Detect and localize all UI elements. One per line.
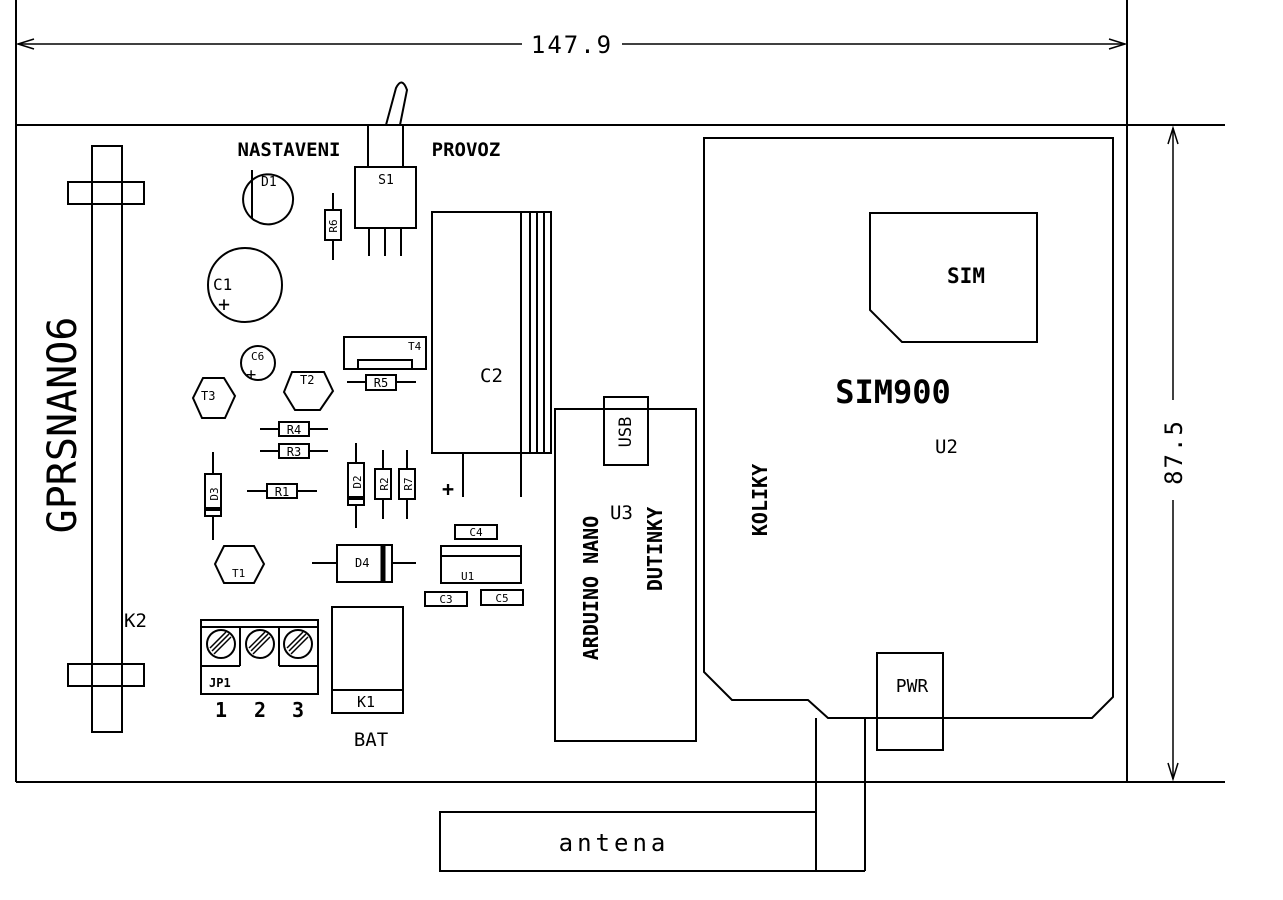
- antenna: antena: [439, 718, 866, 872]
- c1-polarity: +: [218, 292, 230, 316]
- switch-label-nastaveni: NASTAVENI: [238, 139, 341, 161]
- height-dimension: 87.5: [1160, 125, 1188, 782]
- t1-label: T1: [232, 567, 245, 580]
- diode-d2: D2: [347, 443, 365, 528]
- c4-label: C4: [469, 526, 483, 539]
- s1-label: S1: [378, 173, 394, 188]
- dutinky-label: DUTINKY: [643, 507, 667, 591]
- board-name: GPRSNANO6: [40, 317, 86, 534]
- u1-label: U1: [461, 570, 474, 583]
- screw-terminal-2: [245, 629, 275, 659]
- capacitor-c1: C1 +: [207, 247, 283, 323]
- capacitor-c6: C6 +: [240, 345, 276, 385]
- k2-label: K2: [124, 610, 147, 632]
- capacitor-c2: C2 +: [431, 211, 552, 501]
- resistor-r7: R7: [398, 450, 416, 519]
- switch-label-provoz: PROVOZ: [432, 139, 501, 161]
- transistor-t2: T2: [282, 371, 335, 411]
- sim-slot-label: SIM: [947, 264, 985, 288]
- connector-k2: K2: [67, 145, 147, 733]
- c5-label: C5: [495, 592, 508, 605]
- resistor-r2: R2: [374, 450, 392, 519]
- capacitor-c4: C4: [454, 524, 498, 540]
- r5-label: R5: [374, 376, 388, 390]
- d1-label: D1: [261, 175, 277, 190]
- arduino-nano-label: ARDUINO NANO: [579, 516, 603, 661]
- antenna-label: antena: [559, 829, 670, 857]
- diode-d1: D1: [242, 170, 295, 226]
- c2-label: C2: [480, 365, 503, 387]
- t4-label: T4: [408, 340, 422, 353]
- d3-label: D3: [208, 487, 221, 500]
- resistor-r3: R3: [260, 443, 328, 459]
- terminal-block-jp1: JP1 1 2 3: [200, 619, 319, 722]
- jp1-label: JP1: [209, 676, 231, 690]
- pwr-label: PWR: [896, 676, 929, 697]
- arduino-nano-u3: USB ARDUINO NANO DUTINKY U3: [554, 396, 697, 742]
- u3-label: U3: [610, 502, 633, 524]
- r1-label: R1: [275, 485, 289, 499]
- terminal-pin-3: 3: [292, 698, 304, 722]
- c6-polarity: +: [246, 365, 256, 385]
- c3-label: C3: [439, 593, 452, 606]
- diode-d3: D3: [204, 452, 222, 540]
- terminal-pin-1: 1: [215, 698, 227, 722]
- sim900-label: SIM900: [835, 373, 951, 411]
- screw-terminal-1: [206, 629, 236, 659]
- t2-label: T2: [300, 373, 314, 387]
- transistor-t4: T4: [343, 336, 427, 370]
- terminal-pin-2: 2: [254, 698, 266, 722]
- u2-label: U2: [935, 436, 958, 458]
- capacitor-c3: C3: [424, 591, 468, 607]
- t3-label: T3: [201, 389, 215, 403]
- r3-label: R3: [287, 445, 301, 459]
- resistor-r1: R1: [247, 483, 317, 499]
- resistor-r5: R5: [347, 374, 416, 391]
- width-dimension: 147.9: [15, 31, 1128, 59]
- d2-label: D2: [351, 475, 364, 488]
- height-dimension-label: 87.5: [1160, 419, 1188, 485]
- screw-terminal-3: [283, 629, 313, 659]
- d4-label: D4: [355, 556, 369, 570]
- r4-label: R4: [287, 423, 301, 437]
- c1-label: C1: [213, 275, 232, 294]
- regulator-u1: U1: [440, 545, 522, 584]
- battery-connector-k1: K1 BAT: [331, 606, 404, 751]
- usb-label: USB: [616, 417, 636, 448]
- width-dimension-label: 147.9: [531, 31, 613, 59]
- resistor-r4: R4: [260, 421, 328, 437]
- k1-label: K1: [357, 693, 375, 711]
- r6-label: R6: [327, 219, 340, 232]
- board-outline: [15, 0, 1225, 783]
- diode-d4: D4: [312, 544, 416, 583]
- c2-polarity: +: [442, 477, 454, 501]
- transistor-t3: T3: [191, 377, 237, 419]
- battery-label: BAT: [354, 729, 388, 751]
- c6-label: C6: [251, 350, 264, 363]
- transistor-t1: T1: [213, 545, 266, 584]
- resistor-r6: R6: [324, 193, 342, 260]
- r7-label: R7: [402, 477, 415, 490]
- r2-label: R2: [378, 477, 391, 490]
- koliky-label: KOLIKY: [748, 464, 772, 536]
- capacitor-c5: C5: [480, 589, 524, 606]
- sim900-module-u2: SIM SIM900 U2 KOLIKY PWR: [703, 137, 1114, 751]
- switch-s1: S1 NASTAVENI PROVOZ: [238, 81, 501, 256]
